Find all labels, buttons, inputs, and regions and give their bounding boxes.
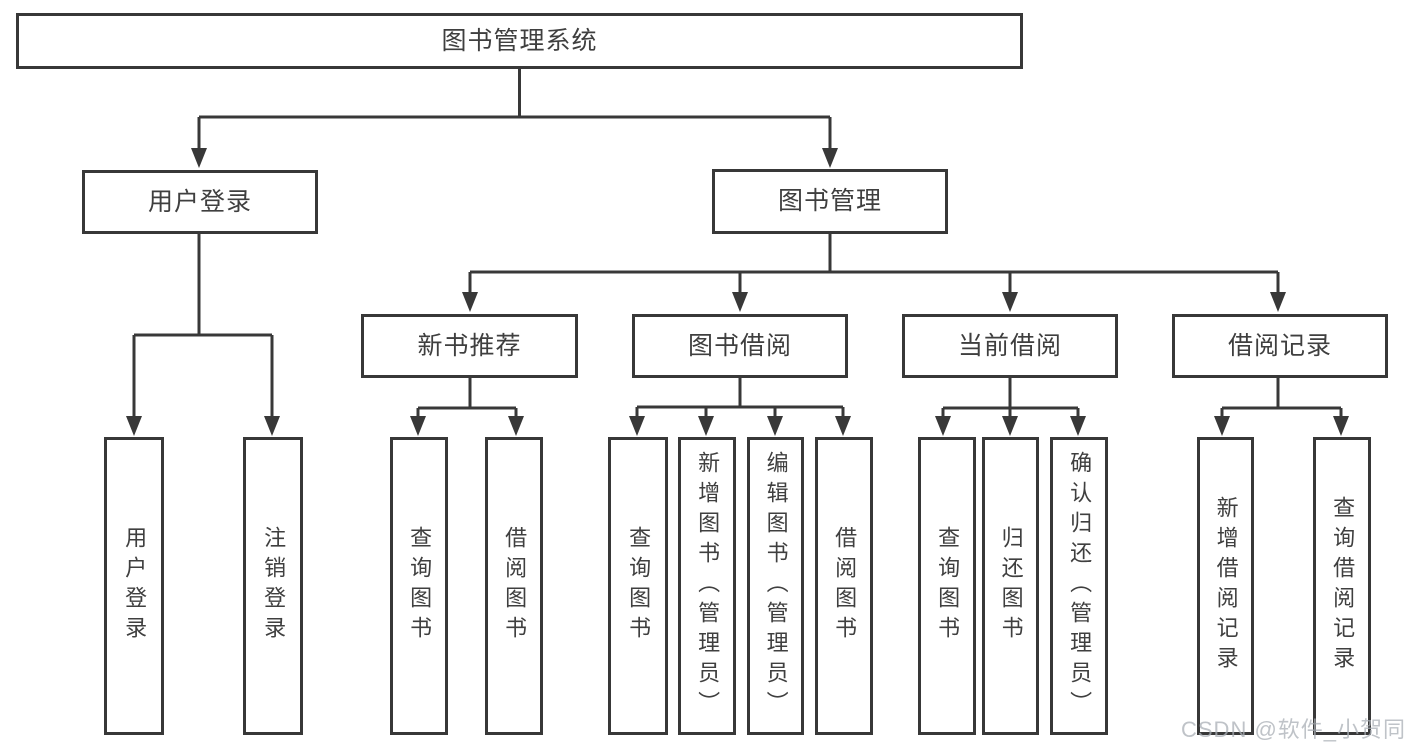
leaf-add-borrow-record: 新增借阅记录 <box>1197 437 1254 735</box>
leaf-label: 归还图书 <box>998 526 1024 646</box>
leaf-borrowing-query-books: 查询图书 <box>608 437 668 735</box>
leaf-label: 查询图书 <box>407 526 433 646</box>
leaf-label: 用户登录 <box>122 526 148 646</box>
leaf-add-books-admin: 新增图书（管理员） <box>678 437 736 735</box>
node-label: 图书管理系统 <box>441 26 598 55</box>
connector-lines <box>132 68 1343 419</box>
leaf-label: 查询图书 <box>935 526 961 646</box>
leaf-recommend-query-books: 查询图书 <box>390 437 448 735</box>
leaf-user-login: 用户登录 <box>104 437 164 735</box>
leaf-label: 查询图书 <box>626 526 652 646</box>
node-user-login-branch: 用户登录 <box>82 170 318 234</box>
leaf-label: 编辑图书（管理员） <box>763 451 789 721</box>
node-library-management-system: 图书管理系统 <box>16 13 1023 69</box>
node-current-borrowing: 当前借阅 <box>902 314 1118 378</box>
node-label: 当前借阅 <box>957 331 1062 360</box>
node-label: 新书推荐 <box>417 331 522 360</box>
leaf-recommend-borrow-books: 借阅图书 <box>485 437 543 735</box>
leaf-logout: 注销登录 <box>243 437 303 735</box>
connector-arrowheads <box>126 148 1349 436</box>
leaf-borrowing-borrow-books: 借阅图书 <box>815 437 873 735</box>
leaf-label: 新增图书（管理员） <box>695 451 721 721</box>
leaf-label: 新增借阅记录 <box>1213 496 1239 676</box>
leaf-label: 注销登录 <box>261 526 287 646</box>
leaf-edit-books-admin: 编辑图书（管理员） <box>747 437 804 735</box>
leaf-current-query-books: 查询图书 <box>918 437 976 735</box>
leaf-label: 确认归还（管理员） <box>1067 451 1093 721</box>
node-book-management-branch: 图书管理 <box>712 169 948 234</box>
node-label: 用户登录 <box>147 187 252 216</box>
node-borrowing-records: 借阅记录 <box>1172 314 1388 378</box>
leaf-label: 借阅图书 <box>502 526 528 646</box>
leaf-confirm-return-admin: 确认归还（管理员） <box>1050 437 1108 735</box>
leaf-query-borrow-record: 查询借阅记录 <box>1313 437 1371 735</box>
node-label: 借阅记录 <box>1227 331 1332 360</box>
node-label: 图书借阅 <box>687 331 792 360</box>
leaf-label: 查询借阅记录 <box>1330 496 1356 676</box>
node-new-book-recommend: 新书推荐 <box>361 314 578 378</box>
leaf-label: 借阅图书 <box>832 526 858 646</box>
csdn-watermark: CSDN @软件_小贺同学 <box>1181 717 1405 742</box>
leaf-return-books: 归还图书 <box>982 437 1039 735</box>
node-book-borrowing: 图书借阅 <box>632 314 848 378</box>
node-label: 图书管理 <box>777 187 882 215</box>
